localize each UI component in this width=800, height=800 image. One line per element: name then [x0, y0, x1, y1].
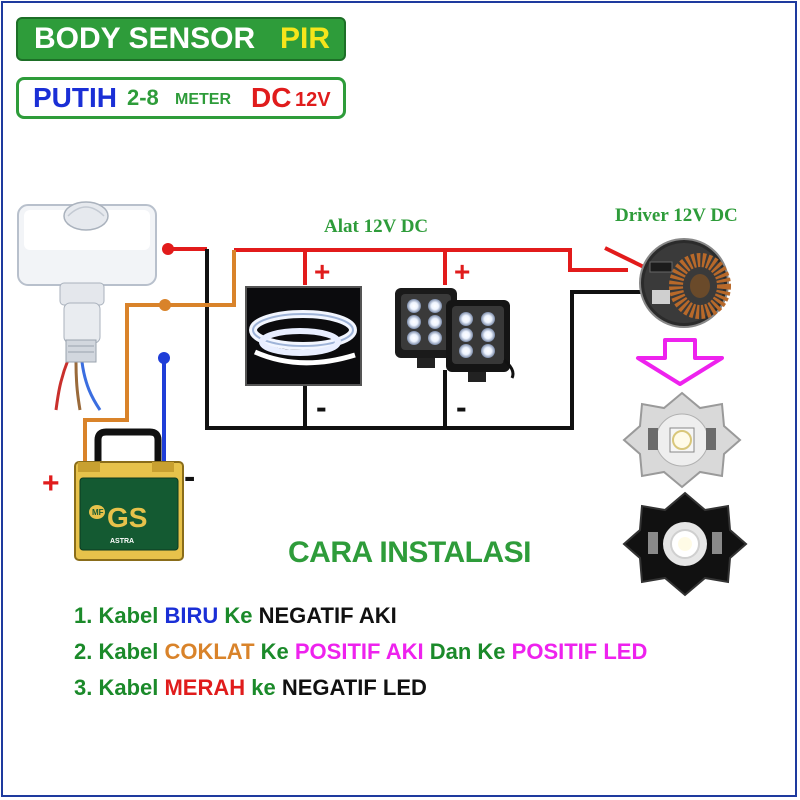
wire-sensor-pigtail-brown [74, 361, 82, 411]
spec-volt: 12V [295, 89, 331, 111]
title-body-sensor: BODY SENSOR [34, 22, 256, 55]
instruction-step-3: 3. Kabel MERAH ke NEGATIF LED [74, 670, 647, 706]
step-2-target: POSITIF AKI [294, 639, 424, 664]
step-1-target: NEGATIF AKI [258, 603, 397, 628]
terminal-dot-blue [158, 352, 170, 364]
minus-sign-lamp: - [456, 389, 467, 425]
wire-black-loop [205, 249, 648, 430]
step-3-target: NEGATIF LED [281, 675, 427, 700]
plus-sign-strip: + [314, 256, 330, 287]
step-3-prefix: 3. Kabel [74, 675, 165, 700]
wire-sensor-pigtail-red [54, 359, 70, 411]
instructions-title: CARA INSTALASI [288, 536, 532, 569]
step-2-mid: Ke [254, 639, 295, 664]
spec-color: PUTIH [33, 82, 117, 113]
driver-title: Driver 12V DC [615, 205, 738, 226]
step-1-wire: BIRU [164, 603, 219, 628]
battery-mf-label: MF [92, 508, 104, 517]
spec-dc: DC [251, 82, 292, 113]
instructions-list: 1. Kabel BIRU Ke NEGATIF AKI 2. Kabel CO… [74, 598, 647, 706]
pir-sensor-icon [17, 201, 157, 363]
step-3-wire: MERAH [164, 675, 246, 700]
step-2-wire: COKLAT [164, 639, 255, 664]
power-led-star-black-icon [622, 491, 748, 597]
title-pir: PIR [280, 22, 331, 55]
instruction-step-2: 2. Kabel COKLAT Ke POSITIF AKI Dan Ke PO… [74, 634, 647, 670]
plus-sign-battery: + [42, 467, 60, 500]
step-1-prefix: 1. Kabel [74, 603, 165, 628]
terminal-dot-brown [159, 299, 171, 311]
battery-icon: MF GS ASTRA [74, 428, 184, 561]
driver-board-icon [639, 238, 731, 328]
step-2-prefix: 2. Kabel [74, 639, 165, 664]
instruction-step-1: 1. Kabel BIRU Ke NEGATIF AKI [74, 598, 647, 634]
power-led-star-icon [622, 391, 742, 489]
step-3-mid: ke [245, 675, 282, 700]
load-title: Alat 12V DC [324, 216, 428, 237]
wire-brown [83, 250, 236, 465]
plus-sign-lamp: + [454, 256, 470, 287]
led-strip-icon [245, 286, 362, 386]
arrow-down-icon [636, 338, 724, 386]
step-1-mid: Ke [218, 603, 259, 628]
wire-red-top [234, 248, 628, 272]
minus-sign-strip: - [316, 389, 327, 425]
minus-sign-battery: - [184, 458, 195, 496]
title-badge: BODY SENSOR PIR [16, 17, 346, 61]
battery-brand-label: GS [107, 502, 147, 533]
spec-badge: PUTIH 2-8 METER DC 12V [16, 77, 346, 119]
step-2-mid2: Dan Ke [423, 639, 512, 664]
spec-range: 2-8 [127, 85, 159, 110]
step-2-target2: POSITIF LED [511, 639, 648, 664]
wires [54, 246, 651, 465]
spec-unit: METER [175, 91, 231, 108]
battery-maker-label: ASTRA [110, 538, 134, 545]
wire-sensor-pigtail-blue [80, 361, 102, 411]
led-work-lamp-icon [395, 288, 515, 382]
terminal-dot-red [162, 243, 174, 255]
